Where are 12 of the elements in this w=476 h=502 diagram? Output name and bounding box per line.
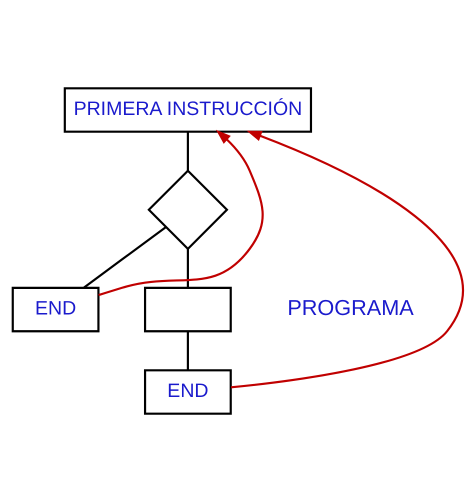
connector: [186, 132, 189, 171]
node-box: END: [144, 369, 232, 415]
connector: [186, 248, 189, 288]
node-box: [144, 286, 232, 332]
node-diamond: [147, 169, 228, 250]
node-box: PRIMERA INSTRUCCIÓN: [64, 87, 312, 133]
connector: [83, 226, 167, 288]
label: PROGRAMA: [287, 294, 414, 320]
connector: [186, 331, 189, 370]
arrow: [230, 130, 464, 388]
node-box: END: [12, 286, 100, 332]
arrow: [98, 130, 264, 296]
